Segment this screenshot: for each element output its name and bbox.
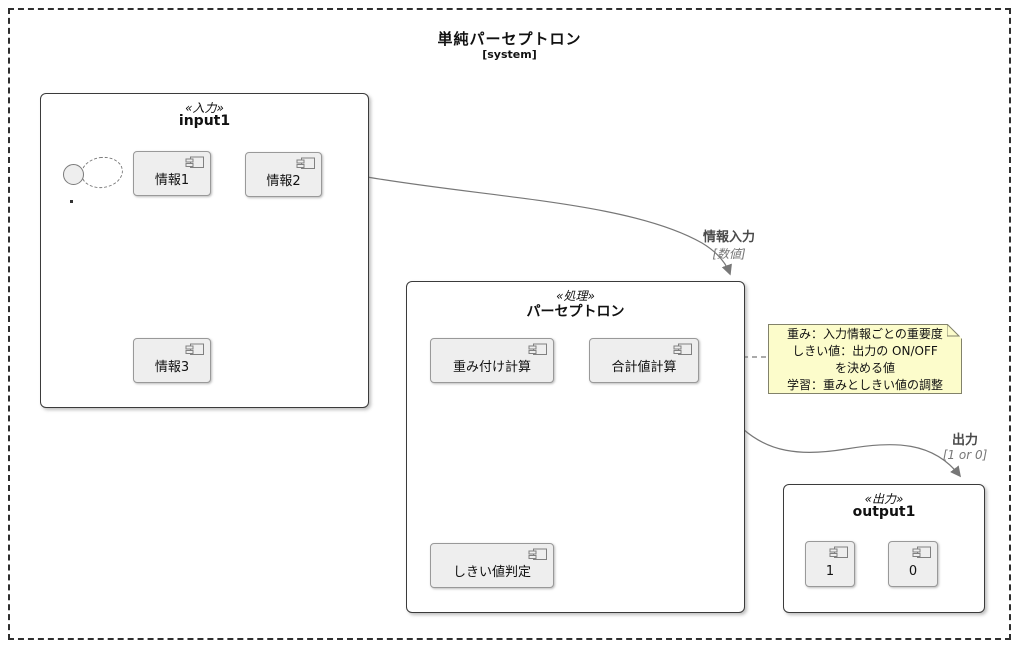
component-weight-calc: 重み付け計算	[430, 338, 554, 383]
note-line: しきい値：出力の ON/OFF	[792, 344, 938, 358]
component-label: 重み付け計算	[452, 359, 531, 375]
group-output-name: output1	[852, 504, 916, 520]
component-output-0: 0	[888, 541, 938, 587]
component-info2: 情報2	[245, 152, 322, 197]
group-input-stereotype: «入力»	[185, 101, 224, 115]
dot-shape	[70, 200, 73, 203]
component-label: しきい値判定	[452, 564, 531, 580]
component-sum-calc: 合計値計算	[589, 338, 699, 383]
diagram-subtitle: [system]	[482, 48, 537, 61]
component-icon	[185, 156, 204, 168]
component-info3: 情報3	[133, 338, 211, 383]
component-icon	[829, 546, 848, 558]
note-line: 重み：入力情報ごとの重要度	[787, 327, 943, 341]
note-line: を決める値	[834, 361, 895, 375]
component-icon	[912, 546, 931, 558]
edge-label-output: 出力 [1 or 0]	[905, 429, 1019, 462]
diagram-title: 単純パーセプトロン	[437, 30, 582, 48]
group-output-stereotype: «出力»	[864, 492, 904, 506]
component-threshold-judge: しきい値判定	[430, 543, 554, 588]
group-process-stereotype: «処理»	[556, 289, 595, 303]
component-label: 情報2	[266, 173, 301, 189]
circle-shape	[63, 164, 84, 185]
edge-label-input: 情報入力 [数値]	[669, 226, 789, 262]
component-icon	[185, 343, 204, 355]
component-label: 0	[908, 563, 918, 579]
group-process-name: パーセプトロン	[526, 304, 625, 320]
component-label: 情報1	[154, 172, 190, 188]
component-label: 情報3	[154, 359, 190, 375]
component-info1: 情報1	[133, 151, 211, 196]
edge-label-text: 出力	[951, 433, 978, 448]
component-output-1: 1	[805, 541, 855, 587]
component-icon	[528, 548, 547, 560]
component-icon	[673, 343, 692, 355]
edge-label-text: 情報入力	[702, 230, 755, 245]
note: 重み：入力情報ごとの重要度 しきい値：出力の ON/OFF を決める値 学習：重…	[768, 324, 962, 394]
group-input-name: input1	[178, 113, 231, 129]
edge-label-qualifier: [1 or 0]	[942, 448, 988, 462]
note-line: 学習：重みとしきい値の調整	[786, 378, 943, 392]
component-icon	[528, 343, 547, 355]
edge-label-qualifier: [数値]	[712, 247, 746, 261]
note-fold-icon	[947, 324, 962, 339]
component-label: 合計値計算	[611, 359, 677, 375]
component-icon	[296, 157, 315, 169]
component-label: 1	[825, 563, 835, 579]
